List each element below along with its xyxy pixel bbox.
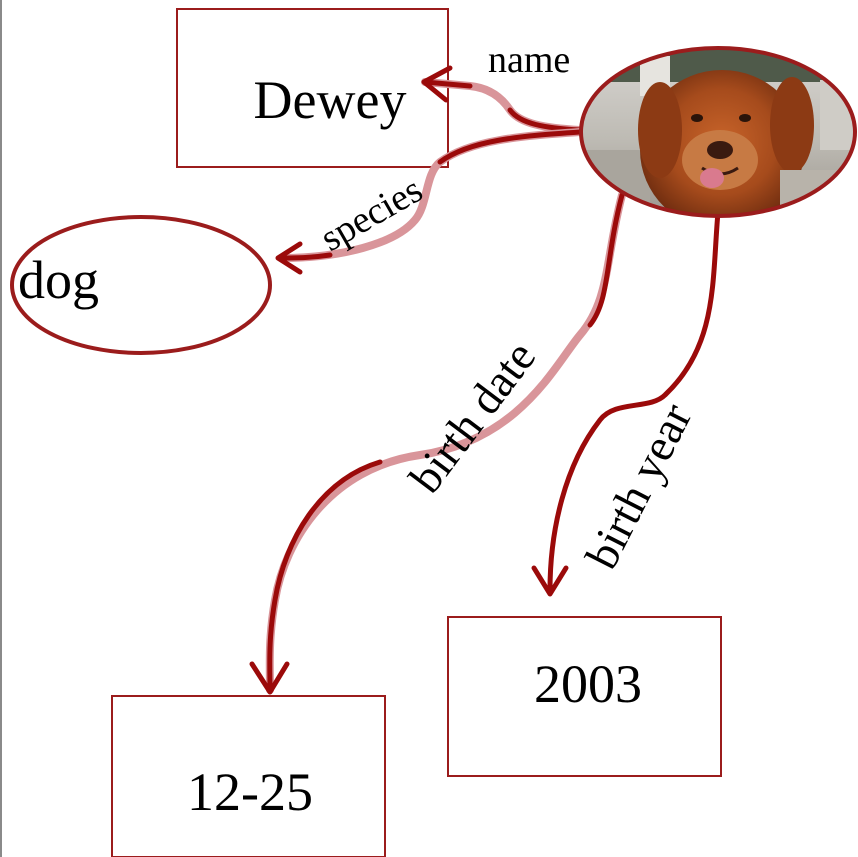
node-dog-ellipse — [10, 215, 272, 355]
dog-photo-frame — [579, 46, 857, 218]
edge-birth-date-arrowhead — [249, 661, 290, 695]
edge-birth-date-label: birth date — [399, 332, 545, 502]
edge-birth-year-arrowhead — [531, 565, 569, 597]
edge-name-label: name — [488, 39, 570, 81]
edge-name: name — [421, 39, 584, 134]
left-border-line — [0, 0, 2, 857]
node-dewey-text: Dewey — [254, 70, 407, 130]
node-dewey-box — [176, 8, 449, 168]
node-12-25-box — [111, 695, 386, 857]
node-2003-box — [447, 616, 722, 777]
edge-birth-year-label: birth year — [575, 395, 701, 576]
node-2003-text: 2003 — [534, 654, 642, 714]
edge-species-arrowhead — [275, 241, 303, 275]
edge-name-arrowhead — [421, 65, 453, 103]
edge-birth-year: birth year — [531, 209, 721, 597]
node-dog-text: dog — [18, 250, 99, 310]
node-12-25-text: 12-25 — [187, 762, 313, 822]
